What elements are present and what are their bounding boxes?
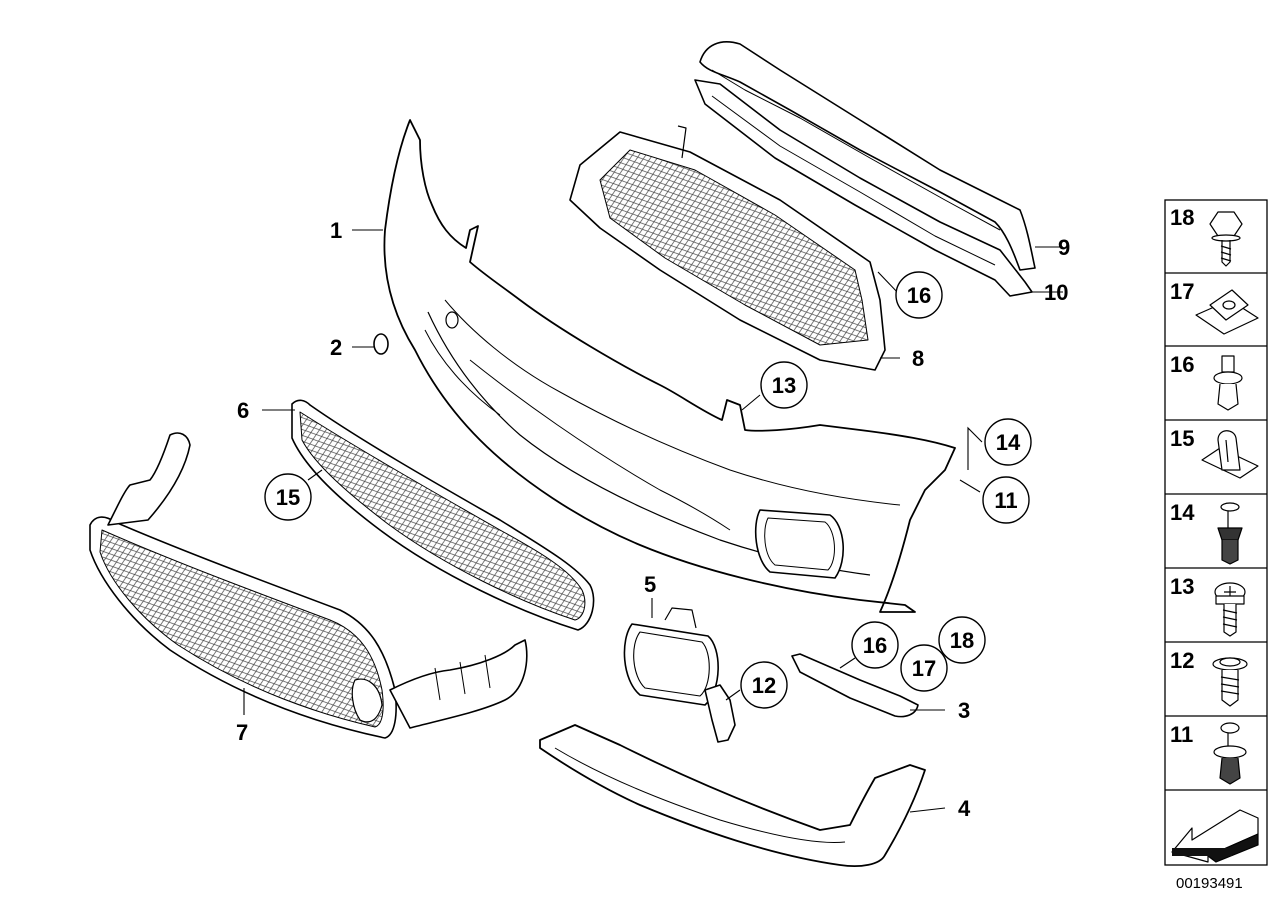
legend-label-18: 18 [1170, 205, 1194, 230]
lower-grille-part-7 [89, 432, 528, 739]
callout-15: 15 [276, 485, 300, 510]
legend-label-16: 16 [1170, 352, 1194, 377]
spring-clip-icon [1201, 430, 1259, 479]
lower-grille-part-6 [291, 399, 595, 631]
legend-label-11: 11 [1170, 722, 1193, 747]
callout-12: 12 [752, 673, 776, 698]
callout-3: 3 [958, 698, 970, 723]
callout-11: 11 [994, 488, 1017, 513]
upper-grille-part-8 [569, 125, 886, 371]
callout-1: 1 [330, 218, 342, 243]
bumper-cover-part-1 [383, 119, 956, 613]
push-rivet-icon [1217, 502, 1243, 565]
legend-label-13: 13 [1170, 574, 1194, 599]
lower-spoiler-part-4 [539, 724, 926, 868]
diagram-id: 00193491 [1176, 875, 1243, 892]
legend-label-14: 14 [1170, 500, 1195, 525]
clip-nut-icon [1195, 289, 1259, 335]
callout-4: 4 [958, 796, 971, 821]
torx-screw-icon [1214, 582, 1246, 637]
plug-part-2 [373, 333, 389, 355]
trim-strip-part-9 [699, 41, 1036, 271]
callout-10: 10 [1044, 280, 1068, 305]
callout-7: 7 [236, 720, 248, 745]
flange-screw-icon [1212, 657, 1248, 707]
previous-arrow-icon[interactable] [1171, 809, 1259, 863]
rivet-icon [1213, 722, 1247, 785]
callout-17: 17 [912, 656, 936, 681]
expanding-rivet-icon [1213, 355, 1243, 411]
callout-14: 14 [996, 430, 1021, 455]
fog-surround-part-5 [623, 607, 719, 706]
hex-bolt-icon [1209, 211, 1243, 267]
callout-9: 9 [1058, 235, 1070, 260]
callout-8: 8 [912, 346, 924, 371]
legend-label-12: 12 [1170, 648, 1194, 673]
callout-13: 13 [772, 373, 796, 398]
bracket-part-12 [704, 684, 736, 743]
callout-2: 2 [330, 335, 342, 360]
legend-label-17: 17 [1170, 279, 1194, 304]
legend-label-15: 15 [1170, 426, 1194, 451]
circled-callouts [264, 271, 1032, 709]
side-trim-part-3 [791, 653, 919, 718]
callout-5: 5 [644, 572, 656, 597]
callout-16-upper: 16 [907, 283, 931, 308]
callout-18: 18 [950, 628, 974, 653]
callout-6: 6 [237, 398, 249, 423]
callout-labels: 1 2 6 7 5 3 4 8 9 10 [236, 218, 1070, 821]
callout-16-lower: 16 [863, 633, 887, 658]
